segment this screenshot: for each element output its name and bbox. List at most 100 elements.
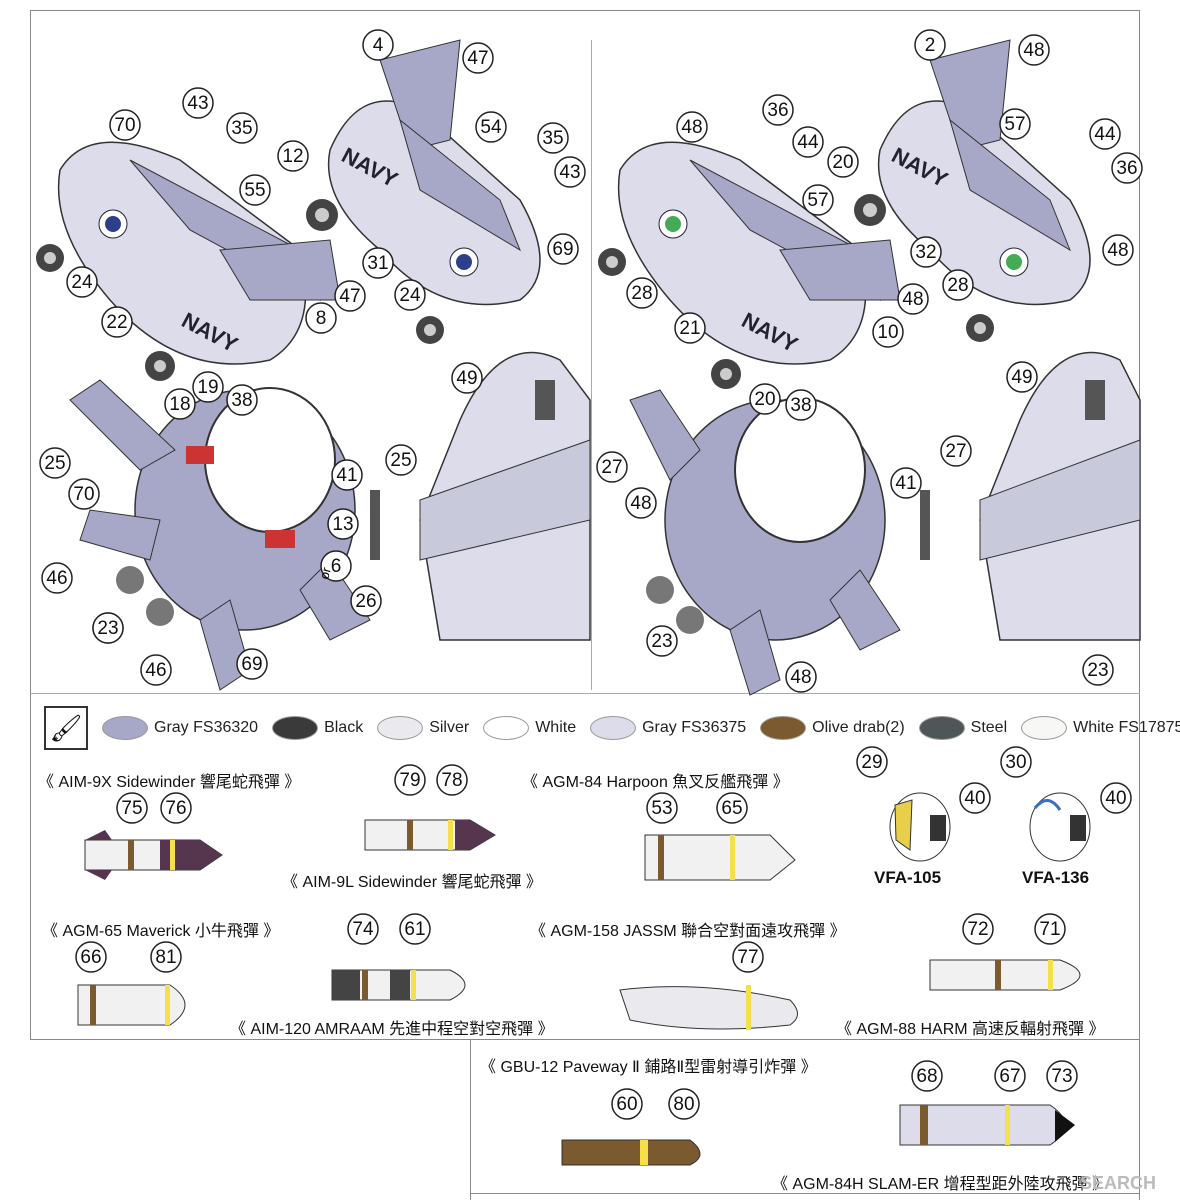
color-label: White	[535, 719, 577, 736]
callout-circle	[940, 435, 972, 467]
color-swatch-item: Olive drab(2)	[760, 716, 905, 740]
callout-number: 41	[336, 465, 357, 486]
callout-circle	[92, 612, 124, 644]
color-swatch	[918, 716, 965, 740]
callout-circle	[101, 306, 133, 338]
callout-circle	[75, 941, 107, 973]
callout-number: 12	[282, 146, 303, 167]
callout-circle	[910, 236, 942, 268]
callout-circle	[872, 316, 904, 348]
callout-number: 25	[390, 450, 411, 471]
agm84h-title: 《 AGM-84H SLAM-ER 增程型距外陸攻飛彈 》	[772, 1176, 1109, 1193]
callout-number: 46	[46, 568, 67, 589]
callout-circle	[160, 792, 192, 824]
callout-circle	[1046, 1060, 1078, 1092]
callout-number: 69	[241, 654, 262, 675]
callout-number: 60	[616, 1094, 637, 1115]
left-top-view	[69, 379, 371, 691]
callout-circle	[994, 1060, 1026, 1092]
gbu12-title: 《 GBU-12 Paveway Ⅱ 鋪路Ⅱ型雷射導引炸彈 》	[480, 1059, 817, 1076]
aim9l-missile	[364, 819, 496, 851]
callout-number: 23	[97, 618, 118, 639]
callout-number: 36	[767, 100, 788, 121]
callout-number: 79	[399, 770, 420, 791]
callout-circle	[716, 792, 748, 824]
callout-circle	[914, 29, 946, 61]
callout-circle	[537, 122, 569, 154]
callout-circle	[856, 746, 888, 778]
color-swatch-item: Gray FS36375	[590, 716, 746, 740]
callout-circle	[116, 792, 148, 824]
callout-number: 24	[399, 285, 421, 306]
callout-number: 43	[187, 93, 208, 114]
callout-circle	[942, 269, 974, 301]
color-label: Olive drab(2)	[812, 719, 905, 736]
callout-number: 30	[1005, 752, 1026, 773]
aim9x-missile	[84, 830, 223, 880]
horizontal-divider	[30, 693, 1140, 694]
callout-number: 19	[197, 377, 218, 398]
agm65-missile	[77, 984, 186, 1026]
callout-circle	[320, 550, 352, 582]
color-label: Gray FS36375	[642, 719, 747, 736]
callout-number: 72	[967, 919, 988, 940]
helmet-label-vfa136: VFA-136	[1022, 868, 1090, 887]
callout-number: 36	[1116, 158, 1137, 179]
callout-number: 81	[155, 947, 176, 968]
right-bottom-view	[920, 351, 1141, 641]
callout-circle	[394, 764, 426, 796]
callout-circle	[39, 447, 71, 479]
callout-number: 13	[332, 514, 353, 535]
lower-panel	[470, 1040, 1140, 1200]
paintbrush-icon: 🖌	[44, 706, 88, 750]
callout-number: 8	[316, 308, 327, 329]
callout-number: 49	[1011, 367, 1032, 388]
callout-circle	[802, 184, 834, 216]
helmet-vfa136	[1029, 792, 1091, 862]
aim120-missile	[331, 969, 466, 1001]
callout-circle	[626, 277, 658, 309]
callout-circle	[674, 312, 706, 344]
color-swatch	[483, 716, 530, 740]
right-side-view-1: NAVY	[598, 141, 901, 389]
callout-number: 75	[121, 798, 142, 819]
callout-number: 57	[1004, 114, 1025, 135]
color-label: Black	[324, 719, 364, 736]
color-swatch	[377, 716, 424, 740]
color-legend: 🖌 Gray FS36320 Black Silver White Gray FS363…	[44, 705, 1180, 751]
callout-circle	[596, 451, 628, 483]
callout-number: 18	[169, 394, 190, 415]
callout-circle	[897, 283, 929, 315]
color-swatch	[590, 716, 637, 740]
callout-number: 22	[106, 312, 127, 333]
callout-number: 20	[832, 152, 853, 173]
color-swatch-item: Silver	[377, 716, 469, 740]
callout-number: 77	[737, 947, 758, 968]
callout-number: 78	[441, 770, 462, 791]
vertical-divider	[591, 40, 592, 690]
color-label: Silver	[429, 719, 470, 736]
callout-number: 53	[651, 798, 672, 819]
gbu12-bomb	[561, 1139, 701, 1166]
callout-number: 41	[895, 473, 916, 494]
callout-circle	[182, 87, 214, 119]
callout-number: 23	[1087, 660, 1108, 681]
callout-circle	[1082, 654, 1114, 686]
callout-number: 28	[631, 283, 652, 304]
callout-circle	[451, 362, 483, 394]
callout-number: 55	[244, 180, 265, 201]
callout-number: 31	[367, 253, 388, 274]
callout-circle	[236, 648, 268, 680]
color-swatch-item: White FS17875	[1021, 716, 1180, 740]
callout-circle	[827, 146, 859, 178]
callout-circle	[277, 140, 309, 172]
callout-circle	[305, 302, 337, 334]
callout-number: 57	[807, 190, 828, 211]
callout-number: 46	[145, 660, 166, 681]
color-label: Gray FS36320	[154, 719, 259, 736]
callout-number: 29	[861, 752, 882, 773]
callout-circle	[192, 371, 224, 403]
callout-circle	[327, 508, 359, 540]
right-top-view	[629, 389, 901, 696]
callout-circle	[785, 661, 817, 693]
